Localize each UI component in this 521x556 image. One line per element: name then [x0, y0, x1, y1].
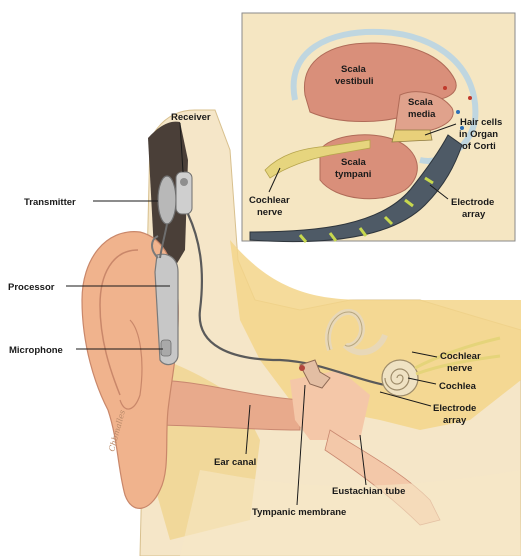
receiver-label: Receiver — [171, 112, 211, 123]
processor-label: Processor — [8, 282, 55, 293]
inset-hair-cells-leader — [424, 123, 457, 136]
receiver-body — [175, 171, 193, 215]
ear-canal-leader — [245, 404, 251, 455]
neck-shade — [180, 470, 521, 556]
ear-canal-shape — [149, 379, 301, 431]
inset-electrode-array — [249, 134, 463, 243]
ear-concha — [119, 319, 143, 410]
inset-dot — [456, 110, 460, 114]
implant-lead-wire — [187, 213, 386, 387]
transmitter-cable — [159, 223, 168, 259]
malleus-red — [299, 365, 305, 371]
tympanic-membrane-label: Tympanic membrane — [252, 507, 346, 518]
electrode-leader — [379, 391, 432, 407]
electrode-array-label-line2: array — [443, 415, 467, 426]
hair-cells-label-line2: in Organ — [459, 129, 498, 140]
processor-body — [154, 253, 179, 366]
inset-dot — [460, 126, 464, 130]
cochlea-shape — [381, 359, 419, 397]
scala-tympani-label-line2: tympani — [335, 169, 371, 180]
scala-media-label-line2: media — [408, 109, 436, 120]
tympanic-leader — [296, 384, 306, 506]
organ-of-corti — [391, 129, 433, 143]
cochlea-leader — [407, 377, 437, 385]
transmitter-coil — [157, 175, 177, 225]
cochlear-nerve-label-line2: nerve — [447, 363, 472, 374]
receiver-leader — [179, 122, 184, 173]
inset-dot — [468, 96, 472, 100]
cochlea-spiral — [384, 368, 410, 391]
scala-vestibuli-label-line1: Scala — [341, 64, 367, 75]
ear-canal-label: Ear canal — [214, 457, 256, 468]
scala-tympani-label-line1: Scala — [341, 157, 367, 168]
hair-cells-label-line3: of Corti — [462, 141, 496, 152]
middle-ear — [290, 370, 370, 440]
inset-dot — [443, 86, 447, 90]
scala-vestibuli-label-line2: vestibuli — [335, 76, 374, 87]
inset-cochlear-nerve-label-line2: nerve — [257, 207, 282, 218]
canal-outline — [327, 311, 363, 351]
ossicles — [299, 359, 331, 389]
cochlea-cross-section-inset: Scala vestibuli Scala media Scala tympan… — [241, 12, 516, 243]
eustachian-leader — [359, 434, 367, 486]
scala-media-label-line1: Scala — [408, 97, 434, 108]
cochlear-nerve-leader — [411, 351, 438, 358]
inset-electrode-leader — [429, 184, 449, 200]
inset-cochlear-nerve — [264, 139, 371, 179]
cochlea-label: Cochlea — [439, 381, 477, 392]
ear-helix-fold — [99, 249, 139, 396]
electrode-contacts — [298, 176, 434, 243]
electrode-array-label-line1: Electrode — [433, 403, 476, 414]
inset-electrode-label-line1: Electrode — [451, 197, 494, 208]
processor-hook — [151, 235, 159, 259]
inset-cochlear-nerve-label-line1: Cochlear — [249, 195, 290, 206]
microphone-label: Microphone — [9, 345, 63, 356]
cochlear-nerve-label-line1: Cochlear — [440, 351, 481, 362]
receiver-magnet — [180, 178, 188, 186]
hair-cells-label-line1: Hair cells — [460, 117, 502, 128]
eustachian-tube-label: Eustachian tube — [332, 486, 405, 497]
inset-electrode-label-line2: array — [462, 209, 486, 220]
inset-nerve-leader — [268, 167, 281, 193]
cochlear-nerve-shape — [414, 336, 501, 376]
transmitter-label: Transmitter — [24, 197, 76, 208]
microphone-port — [160, 339, 172, 357]
